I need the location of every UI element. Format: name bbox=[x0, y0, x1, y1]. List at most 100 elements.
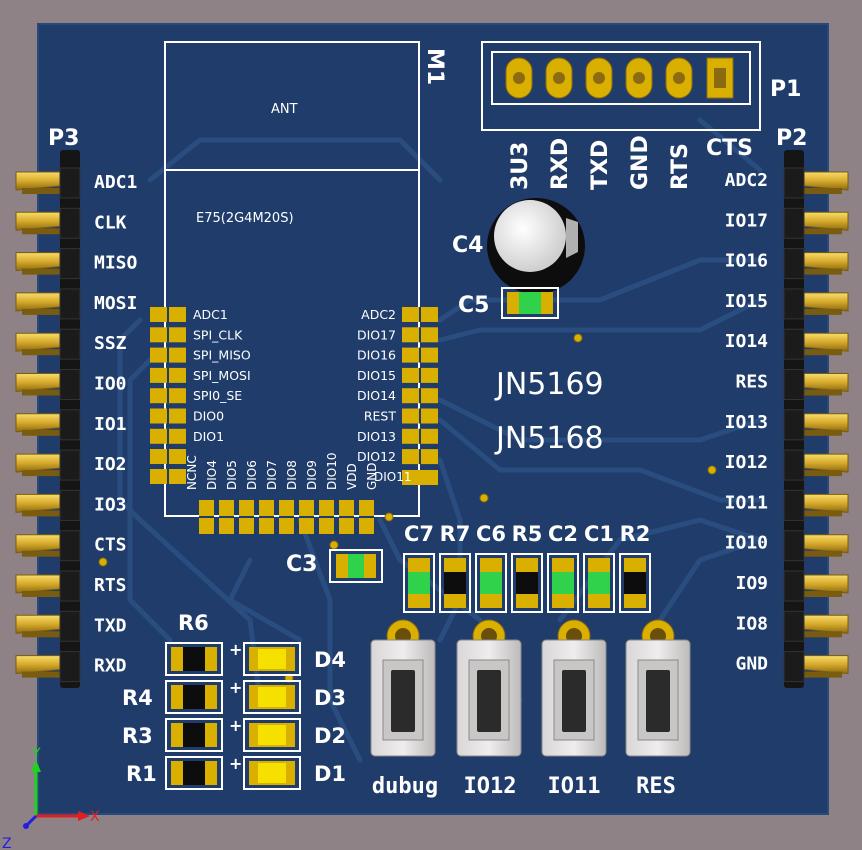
c3-ref: C3 bbox=[286, 552, 317, 577]
module-left-pin-label: ADC1 bbox=[193, 307, 228, 322]
resistor-body bbox=[183, 761, 205, 785]
resistor-body bbox=[183, 685, 205, 709]
module-right-pin-label: DIO16 bbox=[357, 348, 396, 363]
p1-pin-label: RXD bbox=[548, 138, 573, 190]
p2-pin-label: IO14 bbox=[725, 331, 769, 352]
chip-name-jn5169: JN5169 bbox=[494, 367, 604, 402]
resistor-body bbox=[183, 723, 205, 747]
tactile-switch-io11[interactable] bbox=[541, 619, 607, 757]
p3-pin-label: IO1 bbox=[94, 414, 127, 435]
p3-pin-label: MISO bbox=[94, 253, 138, 274]
module-left-pin-label: SPI0_SE bbox=[193, 388, 242, 403]
p3-pin-label: CTS bbox=[94, 535, 127, 556]
tactile-switch-dubug[interactable] bbox=[370, 619, 436, 757]
smd-capacitor bbox=[480, 572, 502, 594]
axis-y-label: Y bbox=[31, 746, 41, 762]
led-body bbox=[258, 763, 286, 783]
led-outline bbox=[243, 718, 301, 752]
module-right-pin-label: DIO14 bbox=[357, 388, 396, 403]
led-ref-label: D2 bbox=[314, 724, 346, 748]
smd-outline bbox=[511, 553, 543, 613]
resistor-outline bbox=[165, 680, 223, 714]
button-label: IO12 bbox=[464, 774, 517, 799]
module-bottom-pin-label: DIO4 bbox=[205, 460, 219, 490]
module-right-pin-label: ADC2 bbox=[361, 307, 396, 322]
button-label: dubug bbox=[372, 774, 438, 799]
resistor-outline bbox=[165, 756, 223, 790]
axis-x-label: X bbox=[90, 809, 100, 825]
p3-pin-label: ADC1 bbox=[94, 172, 137, 193]
p3-pin-label: CLK bbox=[94, 212, 127, 233]
resistor-ref-label: R6 bbox=[178, 611, 209, 635]
module-bottom-pin-label: DIO6 bbox=[245, 460, 259, 490]
p2-pin-label: ADC2 bbox=[725, 170, 768, 191]
button-label: IO11 bbox=[548, 774, 601, 799]
p1-ref: P1 bbox=[770, 77, 801, 102]
led-body bbox=[258, 649, 286, 669]
led-polarity-plus: + bbox=[229, 716, 242, 735]
p2-pin-label: GND bbox=[735, 654, 768, 675]
smd-outline bbox=[583, 553, 615, 613]
p3-pin-label: RTS bbox=[94, 575, 127, 596]
axis-z-label: Z bbox=[2, 836, 12, 850]
smd-outline bbox=[403, 553, 435, 613]
p2-pin-label: IO15 bbox=[725, 291, 768, 312]
led-polarity-plus: + bbox=[229, 640, 242, 659]
smd-ref-label: C6 bbox=[476, 522, 506, 546]
module-right-pad bbox=[402, 470, 438, 485]
module-right-pin-label: REST bbox=[364, 409, 397, 424]
p2-pin-label: IO10 bbox=[725, 533, 768, 554]
c5-ref: C5 bbox=[458, 293, 489, 318]
p3-pin-label: SSZ bbox=[94, 333, 127, 354]
smd-ref-label: C2 bbox=[548, 522, 578, 546]
smd-outline bbox=[619, 553, 651, 613]
p3-pin-label: IO2 bbox=[94, 454, 127, 475]
capacitor-c5 bbox=[501, 287, 559, 319]
capacitor-c3 bbox=[329, 549, 383, 583]
resistor-ref-label: R1 bbox=[126, 762, 157, 786]
smd-outline bbox=[475, 553, 507, 613]
smd-capacitor bbox=[588, 572, 610, 594]
p2-pin-label: IO8 bbox=[735, 613, 768, 634]
module-left-pin-label: SPI_MOSI bbox=[193, 368, 251, 383]
p3-pin-label: TXD bbox=[94, 615, 127, 636]
module-left-pin-label: DIO0 bbox=[193, 409, 224, 424]
led-outline bbox=[243, 642, 301, 676]
p1-pin-label: 3U3 bbox=[508, 142, 533, 190]
p1-outline bbox=[481, 41, 761, 131]
p1-pin-label: RTS bbox=[668, 143, 693, 190]
smd-outline bbox=[547, 553, 579, 613]
c4-ref: C4 bbox=[452, 233, 483, 258]
module-bottom-pin-label: DIO7 bbox=[265, 460, 279, 490]
resistor-outline bbox=[165, 718, 223, 752]
led-polarity-plus: + bbox=[229, 754, 242, 773]
button-label: RES bbox=[636, 774, 676, 799]
resistor-ref-label: R3 bbox=[122, 724, 153, 748]
led-body bbox=[258, 687, 286, 707]
antenna-label: ANT bbox=[271, 102, 298, 117]
smd-ref-label: R2 bbox=[620, 522, 651, 546]
smd-ref-label: R5 bbox=[512, 522, 543, 546]
module-left-pin-label: SPI_CLK bbox=[193, 327, 243, 342]
p2-pin-label: IO11 bbox=[725, 492, 768, 513]
module-bottom-pin-label: NCNC bbox=[185, 455, 199, 490]
module-left-pin-label: DIO1 bbox=[193, 429, 224, 444]
p3-pin-label: RXD bbox=[94, 656, 127, 677]
smd-resistor bbox=[624, 572, 646, 594]
led-polarity-plus: + bbox=[229, 678, 242, 697]
led-ref-label: D1 bbox=[314, 762, 346, 786]
module-right-pin-label: DIO17 bbox=[357, 327, 396, 342]
module-part-label: E75(2G4M20S) bbox=[196, 211, 294, 226]
resistor-body bbox=[183, 647, 205, 671]
p2-pin-label: IO16 bbox=[725, 251, 768, 272]
tactile-switch-io12[interactable] bbox=[456, 619, 522, 757]
tactile-switch-res[interactable] bbox=[625, 619, 691, 757]
axis-indicator: Y X Z bbox=[2, 746, 100, 850]
module-pin-dio11: DIO11 bbox=[374, 470, 412, 484]
module-bottom-pin-label: DIO9 bbox=[305, 460, 319, 490]
resistor-outline bbox=[165, 642, 223, 676]
smd-ref-label: C1 bbox=[584, 522, 614, 546]
smd-resistor bbox=[516, 572, 538, 594]
module-right-pin-label: DIO15 bbox=[357, 368, 396, 383]
module-bottom-pin-label: GND bbox=[365, 462, 379, 490]
